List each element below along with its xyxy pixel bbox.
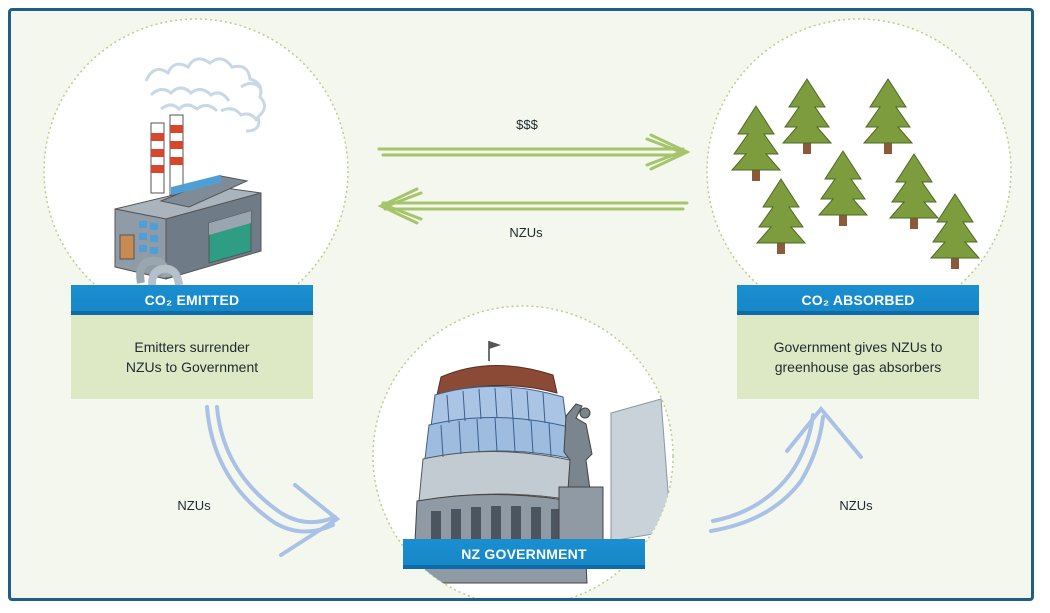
absorber-description-line2: greenhouse gas absorbers xyxy=(774,359,942,375)
absorber-description-line1: Government gives NZUs to xyxy=(773,339,943,355)
factory-icon xyxy=(114,114,262,292)
nzu-right-label: NZUs xyxy=(839,498,873,513)
trees-icon xyxy=(730,78,981,269)
nzu-left-label: NZUs xyxy=(177,498,211,513)
absorber-description: Government gives NZUs to greenhouse gas … xyxy=(737,315,979,399)
co2-absorbed-banner: CO₂ ABSORBED xyxy=(737,285,979,315)
nzu-top-arrow xyxy=(377,187,689,225)
diagram-graphics xyxy=(43,18,1012,598)
nzu-top-label: NZUs xyxy=(509,225,543,240)
emitter-description: Emitters surrender NZUs to Government xyxy=(71,315,313,399)
emitter-description-line1: Emitters surrender xyxy=(134,339,250,355)
money-label: $$$ xyxy=(516,117,538,132)
money-arrow xyxy=(377,133,691,171)
smoke-cloud-icon xyxy=(144,57,266,133)
emitter-circle xyxy=(43,18,349,324)
emitter-description-line2: NZUs to Government xyxy=(125,359,259,375)
nz-government-banner: NZ GOVERNMENT xyxy=(403,539,645,569)
diagram-frame: CO₂ EMITTED Emitters surrender NZUs to G… xyxy=(8,8,1034,601)
nzu-left-arrow xyxy=(205,405,341,557)
co2-emitted-banner: CO₂ EMITTED xyxy=(71,285,313,315)
nzu-right-arrow xyxy=(709,405,863,533)
